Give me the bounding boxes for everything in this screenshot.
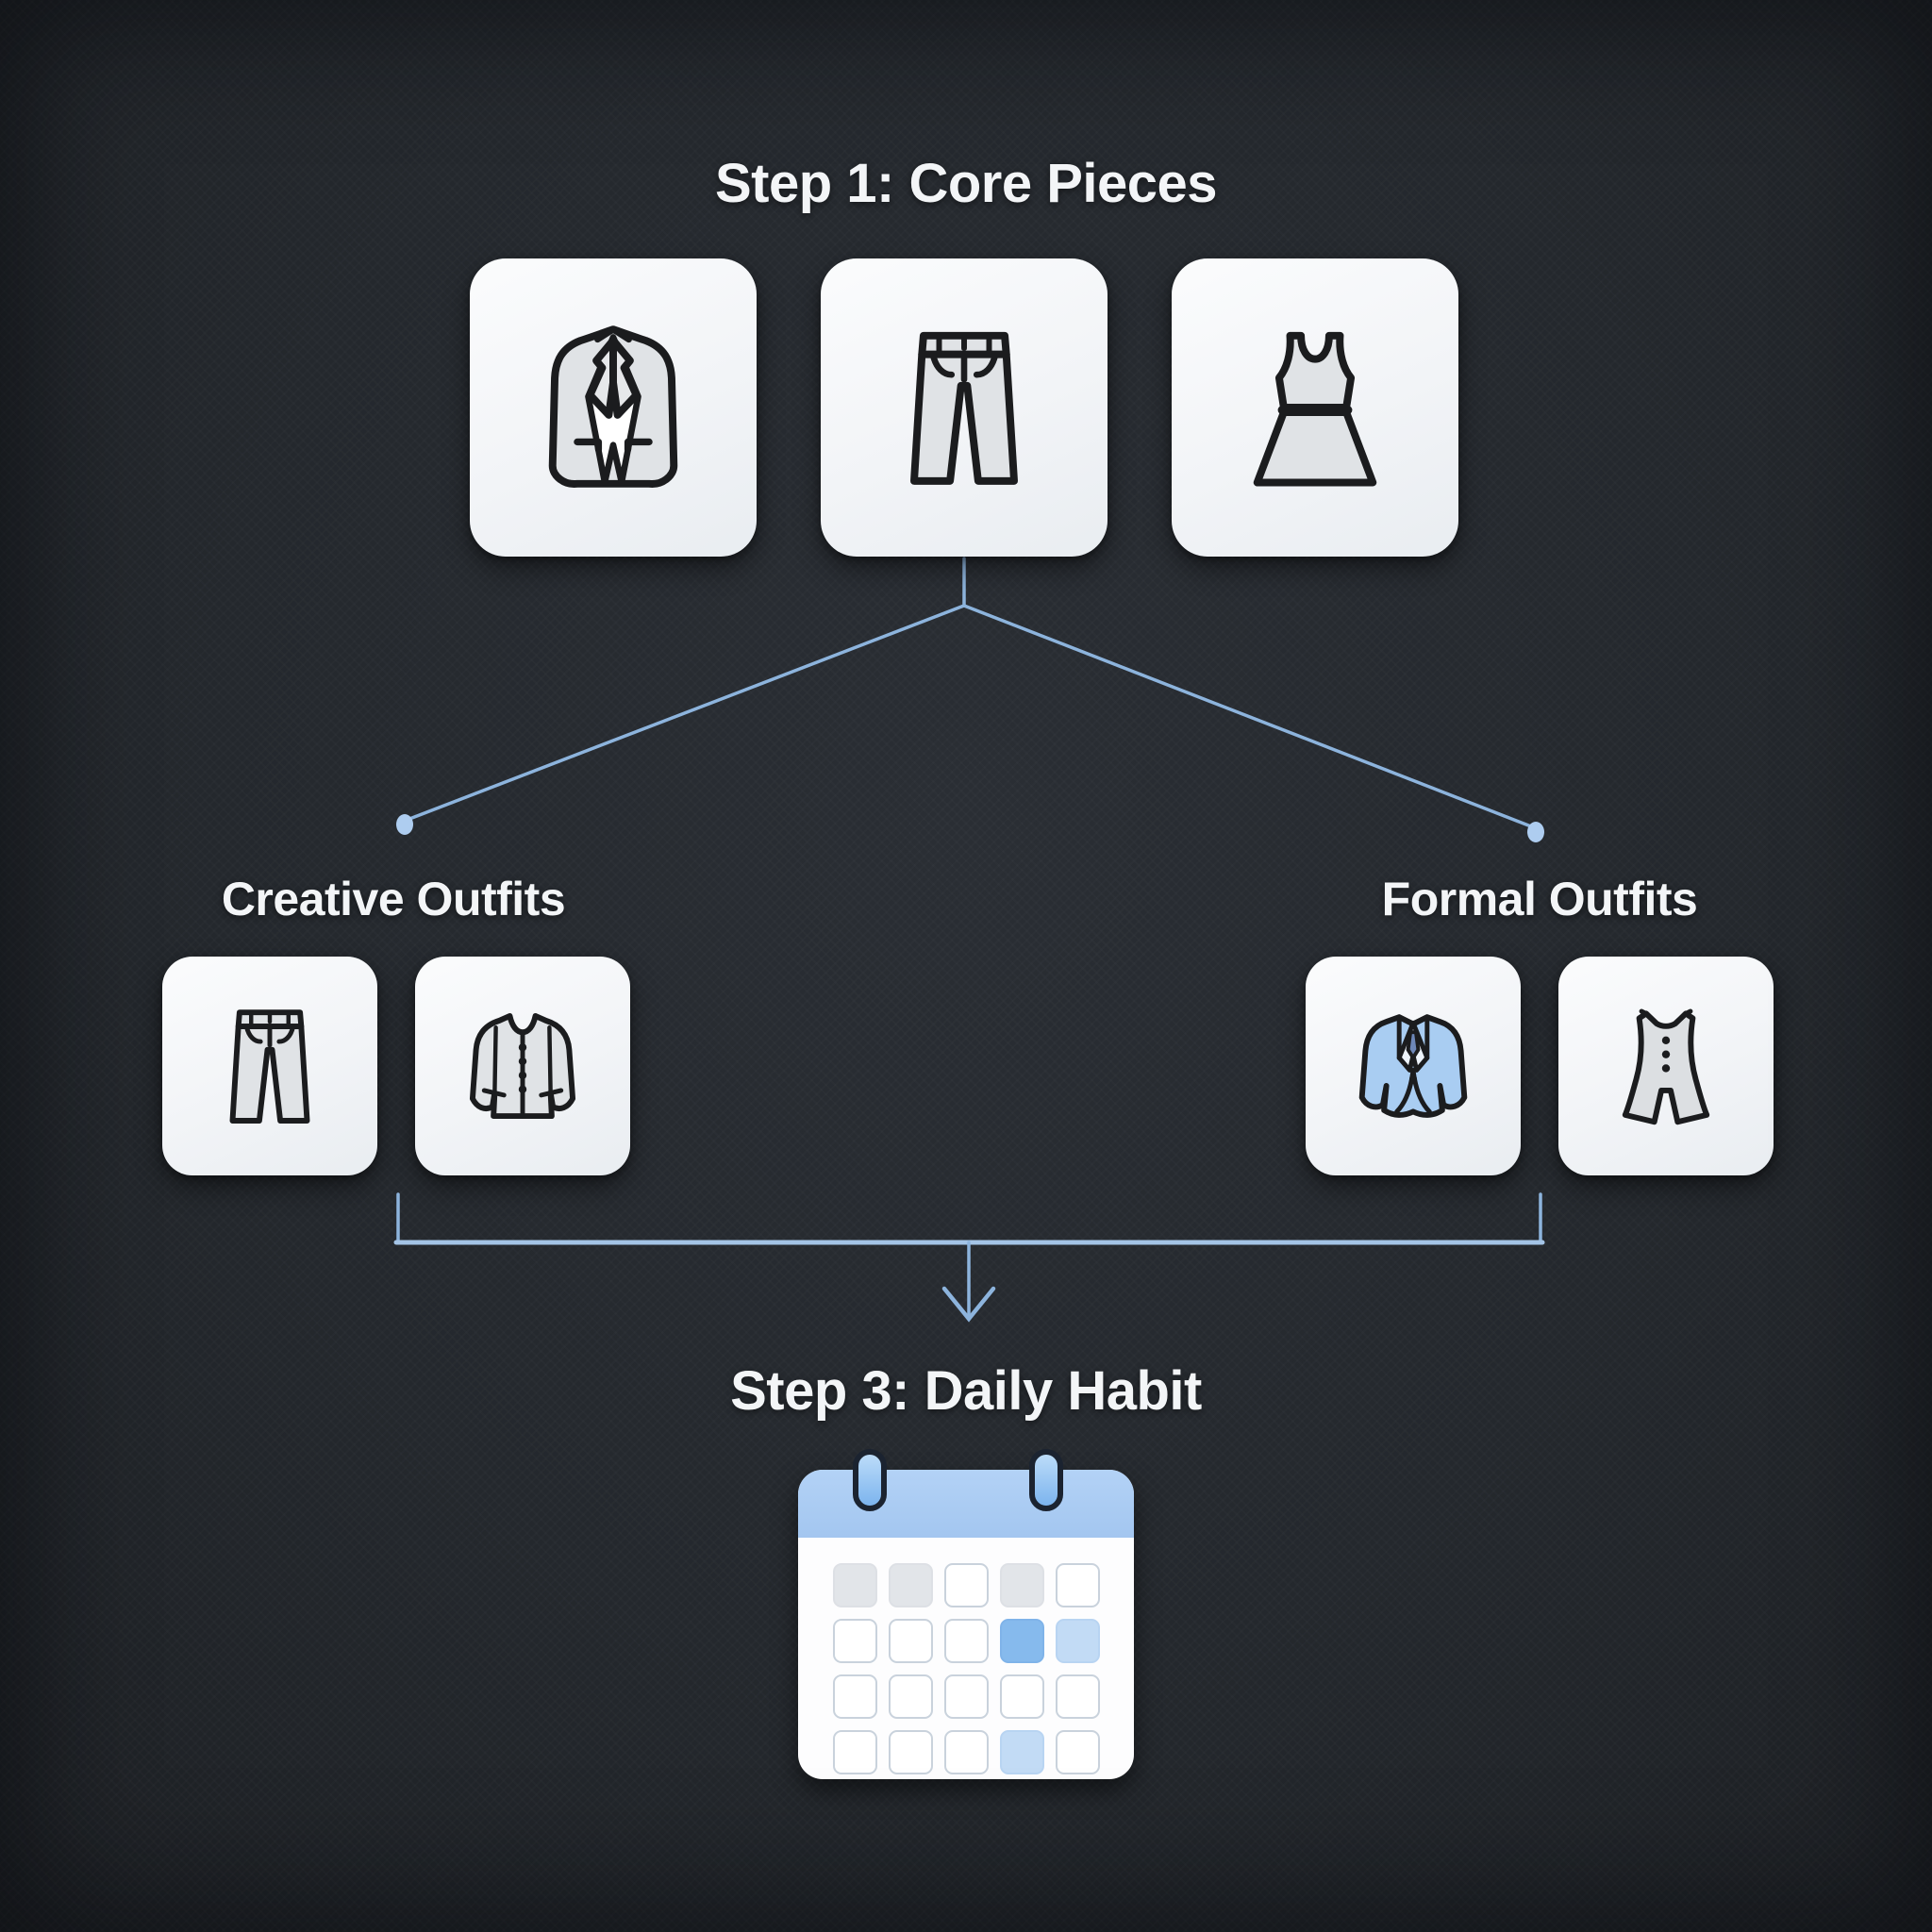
calendar-cell [943,1730,989,1774]
calendar-cell [1055,1730,1100,1774]
step3-title: Step 3: Daily Habit [730,1360,1202,1422]
trousers-icon [229,1009,310,1124]
formal-node-dot [1527,822,1544,842]
calendar-cell [832,1563,877,1607]
calendar-cell [943,1619,989,1663]
split-left-line [403,604,966,823]
calendar-header-band [798,1470,1134,1538]
cardigan-icon [469,1012,576,1120]
calendar-cell [999,1563,1044,1607]
calendar-cell [1055,1619,1100,1663]
calendar-cell [1055,1674,1100,1719]
calendar-cell [888,1730,933,1774]
calendar-cell [999,1619,1044,1663]
creative-card-cardigan [415,957,630,1175]
calendar-icon [798,1449,1134,1781]
dress-icon [1253,331,1377,487]
core-card-dress [1172,258,1458,557]
trousers-icon [910,331,1018,485]
split-right-line [962,604,1538,830]
step1-title: Step 1: Core Pieces [714,153,1218,214]
calendar-cell [999,1730,1044,1774]
formal-branch-title: Formal Outfits [1381,873,1698,925]
calendar-body [798,1470,1134,1779]
calendar-ring-icon [853,1449,887,1511]
formal-card-jumpsuit [1558,957,1774,1175]
blue-blazer-icon [1358,1014,1468,1118]
calendar-cell [832,1730,877,1774]
calendar-cell [943,1674,989,1719]
calendar-cell [943,1563,989,1607]
arrowhead-icon [941,1286,996,1323]
calendar-cell [888,1619,933,1663]
calendar-cell [888,1563,933,1607]
creative-card-trousers [162,957,377,1175]
calendar-cell [888,1674,933,1719]
calendar-grid [798,1538,1134,1774]
core-card-blazer [470,258,757,557]
calendar-cell [1055,1563,1100,1607]
calendar-ring-icon [1029,1449,1063,1511]
creative-branch-title: Creative Outfits [221,873,566,925]
jumpsuit-icon [1622,1008,1710,1125]
calendar-cell [832,1674,877,1719]
blazer-icon [548,325,678,488]
calendar-cell [999,1674,1044,1719]
core-card-trousers [821,258,1108,557]
formal-card-blue-blazer [1306,957,1521,1175]
creative-node-dot [396,814,413,835]
calendar-cell [832,1619,877,1663]
